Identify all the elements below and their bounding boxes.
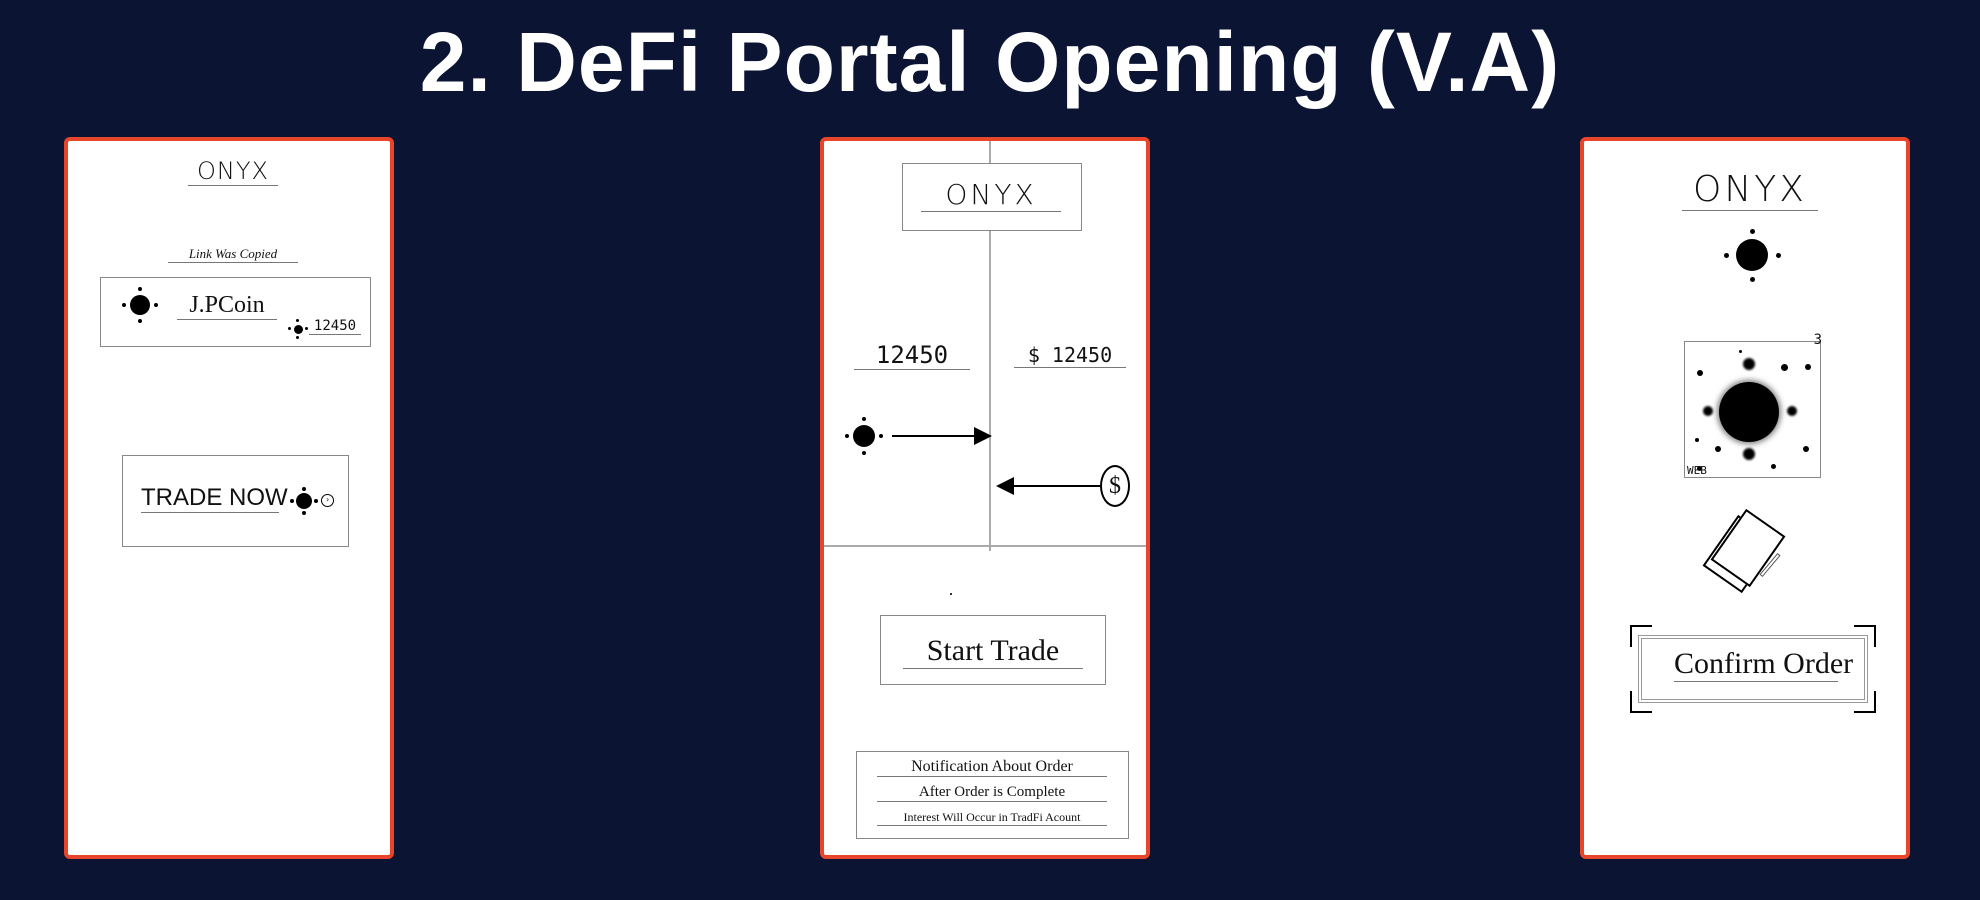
- horizontal-divider: [824, 545, 1146, 547]
- confirm-order-button[interactable]: Confirm Order: [1630, 625, 1876, 713]
- token-icon: [290, 487, 318, 515]
- phone-screen-3: ONYX 3 WEB: [1580, 137, 1910, 859]
- stray-dot: [950, 593, 952, 595]
- start-trade-button[interactable]: Start Trade: [880, 615, 1106, 685]
- token-icon-small: [288, 319, 308, 339]
- notepad-pencil-icon: [1702, 508, 1792, 594]
- dollar-symbol: $: [1109, 473, 1121, 499]
- order-notification-box: Notification About Order After Order is …: [856, 751, 1129, 839]
- coin-card[interactable]: J.PCoin 12450: [100, 277, 371, 347]
- brand-logo: ONYX: [1682, 169, 1818, 211]
- note-line-1: Notification About Order: [877, 758, 1107, 777]
- trade-now-label: TRADE NOW: [141, 484, 288, 513]
- phone-screen-1: ONYX Link Was Copied J.PCoin 12450 TRADE…: [64, 137, 394, 859]
- brand-logo: ONYX: [921, 178, 1061, 212]
- coin-name: J.PCoin: [177, 292, 277, 320]
- vertical-divider: [989, 141, 991, 551]
- note-line-3: Interest Will Occur in TradFi Acount: [877, 810, 1107, 826]
- usd-amount: $ 12450: [1014, 343, 1126, 368]
- brand-logo: ONYX: [188, 157, 278, 186]
- dollar-coin-icon: $: [1100, 465, 1130, 507]
- play-circle-icon: ›: [321, 494, 334, 507]
- web-label: WEB: [1687, 464, 1707, 477]
- token-amount: 12450: [854, 341, 970, 370]
- token-web-icon: [1685, 342, 1822, 479]
- confirm-order-label: Confirm Order: [1674, 647, 1854, 682]
- token-web-card[interactable]: 3 WEB: [1684, 332, 1822, 479]
- brand-box: ONYX: [902, 163, 1082, 231]
- slide-title: 2. DeFi Portal Opening (V.A): [419, 15, 1561, 109]
- start-trade-label: Start Trade: [903, 634, 1083, 669]
- web-count: 3: [1813, 332, 1822, 348]
- trade-now-button[interactable]: TRADE NOW ›: [122, 455, 349, 547]
- coin-amount: 12450: [309, 318, 361, 335]
- link-copied-status: Link Was Copied: [168, 246, 298, 263]
- token-icon: [122, 287, 158, 323]
- token-icon: [1724, 229, 1781, 282]
- token-icon: [845, 417, 883, 455]
- phone-screen-2: ONYX 12450 $ 12450 $ Start Trade Notific…: [820, 137, 1150, 859]
- note-line-2: After Order is Complete: [877, 784, 1107, 802]
